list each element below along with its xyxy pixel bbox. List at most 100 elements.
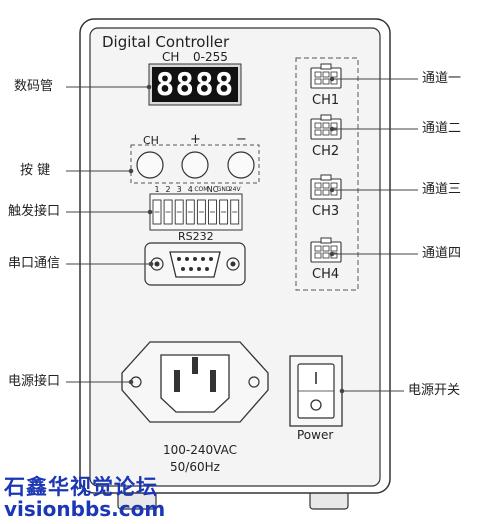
connector-pin-hole (330, 71, 338, 78)
connector-latch (320, 237, 332, 244)
display-digits: 8888 (155, 67, 235, 103)
inlet-frequency: 50/60Hz (170, 460, 220, 474)
switch-label: Power (297, 428, 334, 442)
connector-latch (320, 174, 332, 181)
db9-pin (201, 257, 205, 261)
switch-off-mark (310, 399, 322, 411)
plus-button[interactable] (181, 151, 209, 179)
iec-socket (160, 354, 230, 413)
callout-display: 数码管 (14, 79, 54, 94)
button-outline (130, 144, 260, 184)
db9-shell (169, 251, 221, 278)
terminal-pin-label: 3 (176, 185, 182, 194)
connector-pin-hole (314, 78, 322, 85)
connector-pin-hole (314, 252, 322, 259)
channel-connector-2 (310, 114, 342, 140)
callout-switch: 电源开关 (408, 383, 461, 398)
db9-pin (193, 257, 197, 261)
connector-body (310, 67, 342, 89)
connector-pin-hole (322, 71, 330, 78)
display-channel-label: CH (162, 50, 180, 64)
watermark-line1: 石鑫华视觉论坛 (4, 475, 158, 499)
trigger-terminal-block (149, 193, 243, 231)
db9-pin (197, 267, 201, 271)
ch-button-label: CH (143, 134, 159, 147)
watermark-line2: visionbbs.com (4, 497, 166, 521)
inlet-pin-earth (192, 357, 198, 374)
terminal-pin-label: 24V (228, 186, 241, 193)
power-switch[interactable] (289, 355, 343, 427)
db9-screw-right (226, 257, 240, 271)
callout-ch3: 通道三 (422, 182, 462, 197)
power-inlet (121, 341, 269, 423)
db9-pin (209, 257, 213, 261)
connector-body (310, 241, 342, 263)
terminal-pin-label: NC (206, 185, 219, 194)
connector-pin-hole (322, 129, 330, 136)
terminal-pin-label: GND (216, 186, 231, 193)
callout-buttons: 按 键 (20, 163, 51, 178)
rs232-label: RS232 (178, 230, 214, 243)
connector-pin-hole (314, 245, 322, 252)
connector-pin-hole (314, 122, 322, 129)
db9-pin (185, 257, 189, 261)
button-group (130, 144, 260, 184)
callout-dot-switch (339, 388, 345, 394)
minus-button[interactable] (227, 151, 255, 179)
callout-dot-serial (148, 261, 154, 267)
connector-pin-hole (330, 182, 338, 189)
connector-pin-hole (314, 129, 322, 136)
seven-segment-display (152, 67, 238, 102)
channel-connector-3 (310, 174, 342, 200)
db9-screw-right-center (230, 261, 236, 267)
callout-inlet: 电源接口 (8, 374, 61, 389)
callout-serial: 串口通信 (8, 256, 61, 271)
terminal-pin-label: 1 (154, 185, 160, 194)
terminal-pin-label: 4 (187, 185, 193, 194)
callout-dot-ch2 (329, 126, 335, 132)
ch-button[interactable] (136, 151, 164, 179)
callout-dot-trigger (147, 209, 153, 215)
db9-pin (205, 267, 209, 271)
rs232-connector (144, 242, 246, 286)
terminal-pin-label: COM (194, 186, 209, 193)
right-callout-lines (329, 76, 418, 394)
inlet-screw-right (248, 376, 260, 388)
connector-pin-hole (322, 182, 330, 189)
callout-dot-ch3 (329, 187, 335, 193)
left-callout-lines (66, 84, 154, 385)
plus-button-label: + (190, 132, 201, 147)
callout-dot-inlet (128, 379, 134, 385)
callout-dot-buttons (128, 168, 134, 174)
db9-screw-left-center (154, 261, 160, 267)
connector-pin-hole (322, 122, 330, 129)
channel-label-1: CH1 (312, 93, 340, 108)
callout-dot-ch1 (329, 76, 335, 82)
callout-trigger: 触发接口 (8, 204, 61, 219)
connector-pin-hole (322, 189, 330, 196)
minus-button-label: − (236, 132, 247, 147)
connector-pin-hole (314, 182, 322, 189)
callout-dot-display (146, 84, 152, 90)
inlet-voltage: 100-240VAC (163, 443, 237, 457)
db9-pin (181, 267, 185, 271)
connector-body (310, 178, 342, 200)
panel-title: Digital Controller (102, 33, 230, 51)
connector-latch (320, 63, 332, 70)
inlet-pin-right (210, 370, 216, 392)
connector-pin-hole (314, 189, 322, 196)
channel-label-2: CH2 (312, 144, 340, 159)
connector-latch (320, 114, 332, 121)
display-range-label: 0-255 (193, 50, 228, 64)
channel-label-3: CH3 (312, 204, 340, 219)
connector-pin-hole (330, 245, 338, 252)
channel-connector-4 (310, 237, 342, 263)
callout-ch4: 通道四 (422, 246, 462, 261)
channel-area-outline (295, 57, 359, 291)
connector-pin-hole (322, 252, 330, 259)
db9-pin (177, 257, 181, 261)
channel-connector-1 (310, 63, 342, 89)
callout-ch2: 通道二 (422, 121, 462, 136)
connector-pin-hole (322, 245, 330, 252)
